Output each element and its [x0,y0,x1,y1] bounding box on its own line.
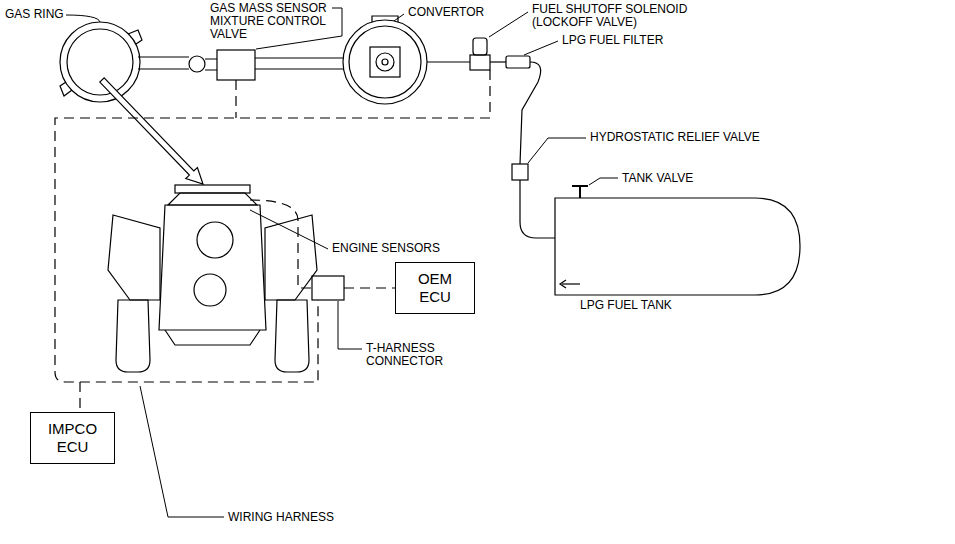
leader-line [528,138,586,163]
gas-ring [60,22,142,102]
fuel-pipe [205,59,217,70]
fuel-tank [555,186,800,295]
engine [108,215,160,300]
part-label: LPG FUEL TANK [580,299,672,312]
wiring-harness [344,287,395,288]
leader-line [524,41,558,55]
fuel-pipe [138,57,555,238]
leader-line [394,14,404,21]
engine [116,300,150,372]
part-label: GAS RING [5,8,64,21]
gas-ring [128,30,142,44]
engine [197,222,233,258]
fuel-pipe [520,180,555,238]
fuel-tank [562,283,580,284]
fuel-tank [572,186,588,198]
lockoff-solenoid [473,38,487,55]
leader-line [250,210,328,249]
leader-line [66,15,100,22]
fuel-pipe [138,57,189,69]
convertor [343,20,427,104]
gas-ring [60,82,72,96]
convertor [376,53,394,71]
engine [175,185,250,193]
convertor [370,47,400,77]
part-label: T-HARNESS CONNECTOR [366,342,450,368]
engine [159,205,266,330]
relief-valve [512,164,528,180]
fuel-tank [555,198,800,295]
engine [194,274,226,306]
ecu-box: OEM ECU [395,262,475,314]
fuel-pipe [490,61,506,62]
convertor [349,26,421,98]
part-label: CONVERTOR [408,6,484,19]
fuel-tank [560,280,566,288]
engine [275,300,309,372]
engine [265,215,317,300]
t-harness-connector [312,276,344,300]
fuel-filter [506,56,530,68]
gas-ring [60,22,140,102]
part-label: LPG FUEL FILTER [562,34,663,47]
wiring-harness [55,70,490,382]
engine [165,330,260,345]
ecu-name: IMPCO ECU [48,420,97,456]
wiring-harness [55,70,490,412]
ecu-box: IMPCO ECU [30,412,115,464]
leader-line [589,178,618,185]
part-label: WIRING HARNESS [228,511,334,524]
t-harness-connector [312,276,344,300]
mixture-flow-arrow [100,78,203,184]
convertor [343,16,427,104]
fuel-system-illustration [55,8,800,517]
mixture-control-valve [217,50,255,80]
leader-line [338,301,362,349]
part-label: FUEL SHUTOFF SOLENOID (LOCKOFF VALVE) [532,3,702,29]
lockoff-solenoid [470,38,490,70]
gas-ring [67,29,133,95]
part-label: ENGINE SENSORS [332,242,440,255]
fuel-pipe [520,62,541,164]
engine [108,185,317,372]
leader-line [140,386,224,517]
leader-line [489,12,528,37]
fuel-pipe [255,58,344,69]
part-label: TANK VALVE [622,172,693,185]
mixture-control-valve [189,50,255,80]
wiring-harness [235,80,236,118]
fuel-filter [506,56,530,68]
wiring-harness [79,382,80,412]
wiring-harness [250,200,312,288]
ecu-name: OEM ECU [418,270,452,306]
part-label: GAS MASS SENSOR MIXTURE CONTROL VALVE [210,2,334,41]
fuel-pipe [427,61,470,62]
mixture-flow-arrow [100,78,203,184]
leader-line [66,8,618,517]
lockoff-solenoid [470,55,490,70]
engine [168,193,257,205]
mixture-control-valve [189,56,205,72]
part-label: HYDROSTATIC RELIEF VALVE [590,131,760,144]
convertor [382,59,388,65]
relief-valve [512,164,528,180]
